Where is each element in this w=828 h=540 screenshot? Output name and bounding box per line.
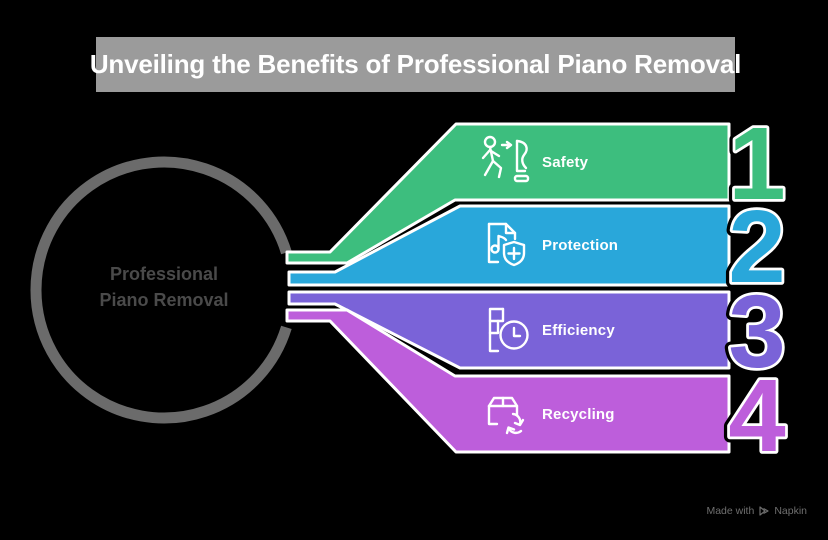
hub-ring — [30, 156, 292, 424]
svg-text:1: 1 — [728, 106, 785, 221]
svg-text:2: 2 — [728, 189, 785, 304]
svg-text:3: 3 — [728, 274, 785, 389]
svg-text:4: 4 — [728, 358, 785, 473]
svg-text:3: 3 — [728, 274, 785, 389]
music-document-shield-icon — [487, 222, 526, 267]
person-moving-piano-icon — [481, 135, 530, 183]
watermark: Made with Napkin — [706, 505, 807, 517]
band-label-safety: Safety — [542, 154, 589, 171]
svg-text:4: 4 — [728, 358, 785, 473]
ribbon-safety — [285, 122, 731, 265]
title-banner: Unveiling the Benefits of Professional P… — [90, 37, 741, 92]
svg-text:1: 1 — [728, 106, 785, 221]
band-label-efficiency: Efficiency — [542, 322, 615, 339]
watermark-prefix: Made with — [706, 505, 755, 517]
band-label-recycling: Recycling — [542, 406, 615, 423]
ribbon-protection — [287, 204, 731, 287]
piano-keys-clock-icon — [488, 307, 529, 353]
band-number-3: 3 3 3 — [722, 268, 791, 395]
band-number-2: 2 2 2 — [722, 183, 791, 310]
hub-label-line1: Professional — [109, 264, 219, 284]
ribbon-efficiency — [287, 290, 731, 370]
ribbon-recycling — [285, 308, 731, 454]
svg-text:3: 3 — [728, 274, 785, 389]
band-number-4: 4 4 4 — [722, 352, 791, 479]
band-label-protection: Protection — [542, 237, 618, 254]
svg-text:2: 2 — [728, 189, 785, 304]
package-recycle-icon — [487, 396, 525, 435]
page-title: Unveiling the Benefits of Professional P… — [89, 49, 742, 79]
napkin-logo-icon — [759, 506, 769, 516]
svg-text:1: 1 — [728, 106, 785, 221]
watermark-brand: Napkin — [774, 505, 807, 517]
hub-label: Professional Piano Removal — [34, 261, 294, 313]
hub-label-line2: Piano Removal — [99, 290, 229, 310]
svg-text:4: 4 — [728, 358, 785, 473]
svg-text:2: 2 — [728, 189, 785, 304]
band-number-1: 1 1 1 — [722, 100, 791, 227]
